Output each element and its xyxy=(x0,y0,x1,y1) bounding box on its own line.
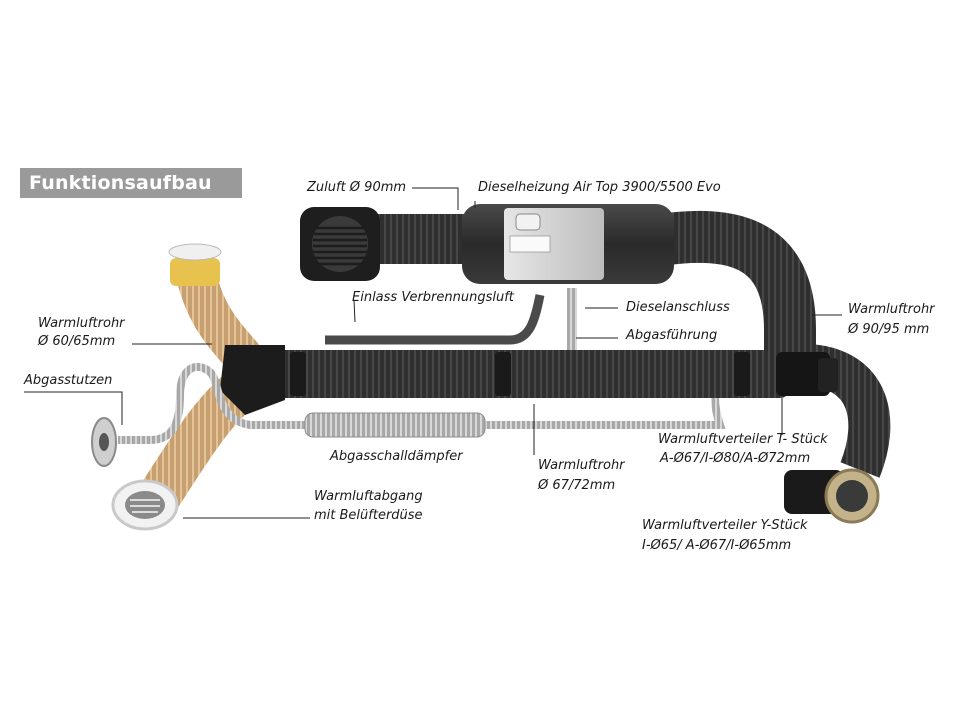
intake-grille xyxy=(300,207,380,281)
label-warmluftrohr-left-1: Warmluftrohr xyxy=(38,316,125,331)
label-dieselanschluss: Dieselanschluss xyxy=(626,300,730,315)
label-zuluft: Zuluft Ø 90mm xyxy=(307,180,407,195)
label-y-stueck-1: Warmluftverteiler Y-Stück xyxy=(642,518,808,533)
label-heater: Dieselheizung Air Top 3900/5500 Evo xyxy=(478,180,721,195)
exhaust-flange xyxy=(91,417,117,467)
heater-unit xyxy=(462,204,674,284)
y-piece xyxy=(784,468,880,524)
t-junction-left xyxy=(220,345,285,415)
label-y-stueck-2: I-Ø65/ A-Ø67/I-Ø65mm xyxy=(642,538,792,553)
combustion-air-pipe xyxy=(325,294,545,345)
t-piece xyxy=(776,352,838,396)
intake-hose xyxy=(370,214,470,264)
label-abgasschalldaempfer: Abgasschalldämpfer xyxy=(330,449,463,464)
label-t-stueck-1: Warmluftverteiler T- Stück xyxy=(658,432,828,447)
label-abgasfuehrung: Abgasführung xyxy=(626,328,718,343)
exhaust-silencer xyxy=(304,412,486,438)
leader-lines xyxy=(24,187,842,519)
label-warmluftrohr-mid-1: Warmluftrohr xyxy=(538,458,625,473)
air-nozzle xyxy=(111,479,179,531)
label-warmluftabgang-1: Warmluftabgang xyxy=(314,489,423,504)
label-t-stueck-2: A-Ø67/I-Ø80/A-Ø72mm xyxy=(660,451,811,466)
exhaust-pipe xyxy=(118,363,726,444)
label-abgasstutzen: Abgasstutzen xyxy=(24,373,113,388)
outlet-fitting-top xyxy=(168,243,222,286)
label-warmluftrohr-left-2: Ø 60/65mm xyxy=(38,334,116,349)
label-warmluftrohr-right-1: Warmluftrohr xyxy=(848,302,935,317)
label-einlass: Einlass Verbrennungsluft xyxy=(352,290,514,305)
diagram-title: Funktionsaufbau xyxy=(20,168,242,198)
label-warmluftrohr-mid-2: Ø 67/72mm xyxy=(538,478,616,493)
label-warmluftrohr-right-2: Ø 90/95 mm xyxy=(848,322,930,337)
label-warmluftabgang-2: mit Belüfterdüse xyxy=(314,508,423,523)
warm-air-hose-main xyxy=(270,350,790,398)
